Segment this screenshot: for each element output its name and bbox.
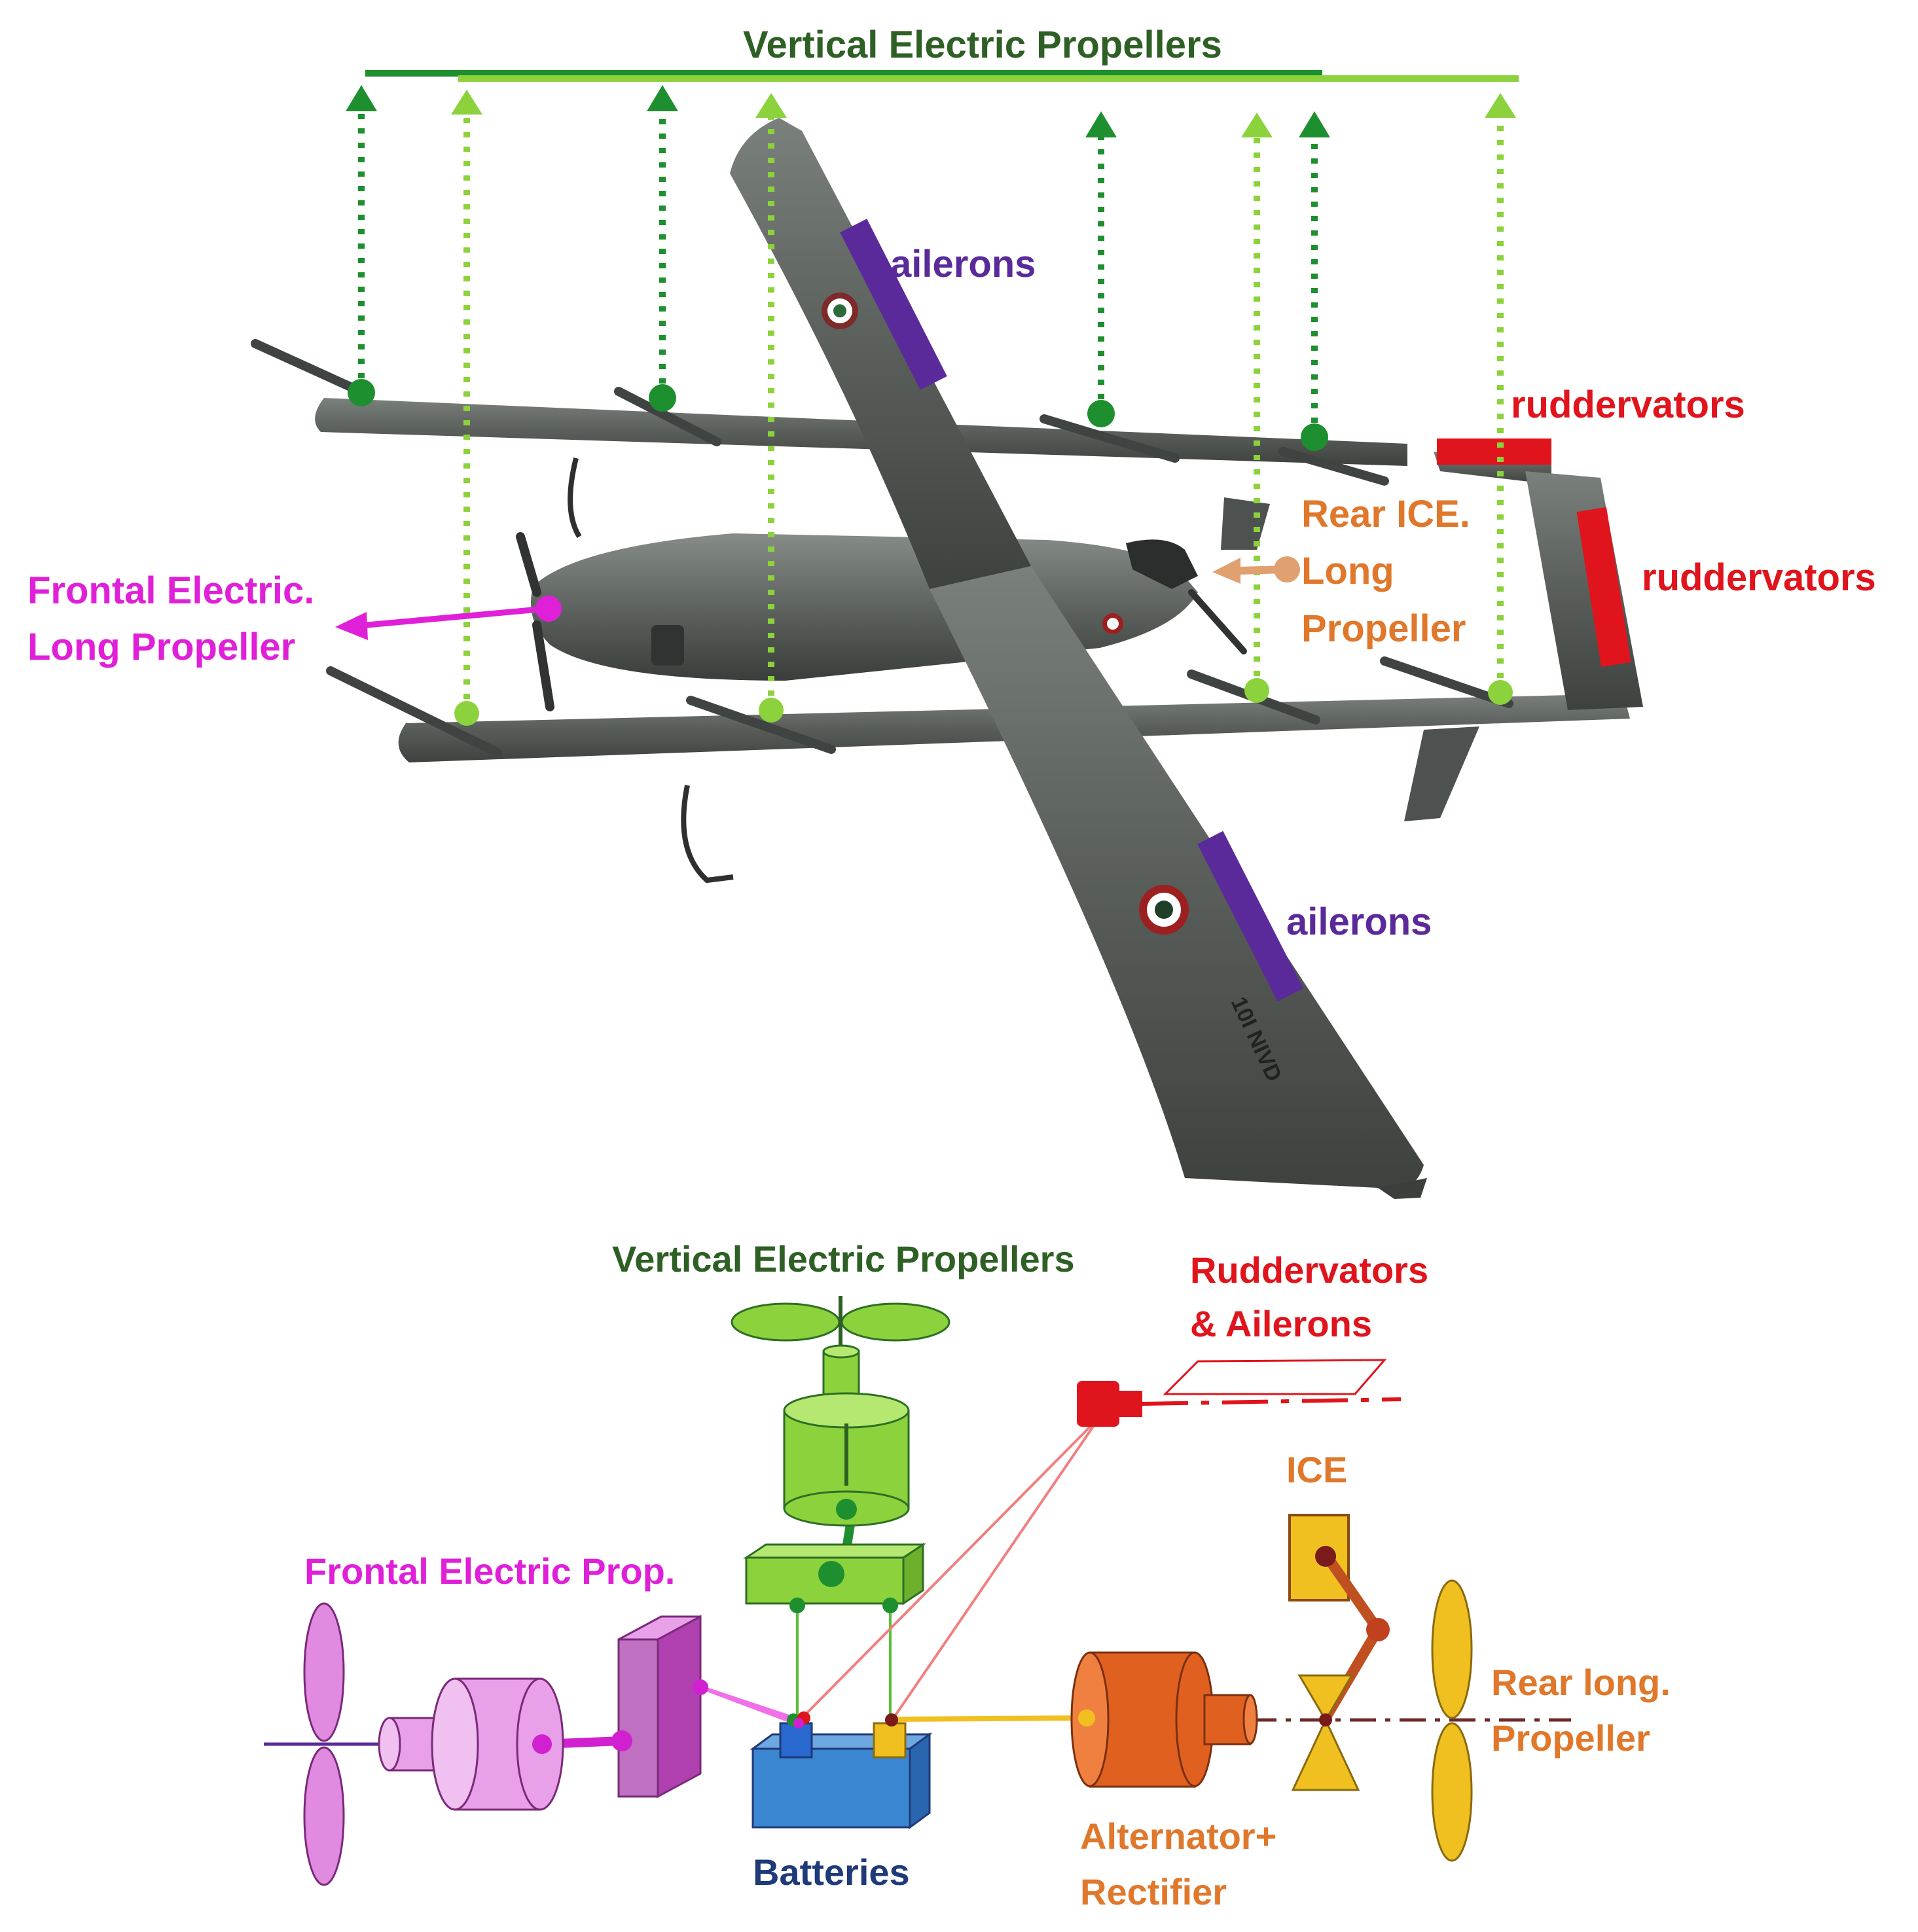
frontal-prop-controller xyxy=(611,1615,708,1798)
frontal-electric-label-line1: Frontal Electric. xyxy=(27,569,314,612)
roundel-fuselage xyxy=(1102,613,1123,634)
light-green-dotted-leaders xyxy=(463,115,1504,713)
roundel-lower xyxy=(1139,885,1189,935)
landing-skids xyxy=(568,457,734,884)
ruddervators-label-top: ruddervators xyxy=(1511,384,1745,426)
ailerons-label-upper: ailerons xyxy=(890,243,1036,285)
alternator-rectifier xyxy=(1070,1651,1258,1788)
main-wing xyxy=(730,118,1427,1199)
vertical-prop-motor xyxy=(783,1392,910,1527)
alternator-rectifier-label-line2: Rectifier xyxy=(1080,1871,1227,1912)
vertical-propeller-assembly xyxy=(731,1296,950,1613)
control-surface-panel xyxy=(1163,1359,1387,1395)
vertical-prop-blade-left xyxy=(731,1302,841,1342)
vertical-propellers-schematic-label: Vertical Electric Propellers xyxy=(612,1238,1075,1279)
rear-long-propeller-label-line2: Propeller xyxy=(1491,1717,1650,1759)
frontal-prop-motor xyxy=(431,1677,564,1811)
servo-actuator xyxy=(1077,1359,1402,1427)
ice-label: ICE xyxy=(1286,1449,1347,1490)
front-propeller-blades xyxy=(516,532,554,711)
frontal-prop-blade-bottom xyxy=(303,1746,345,1886)
dark-green-arrowheads xyxy=(346,85,1330,137)
vertical-prop-controller xyxy=(743,1543,926,1613)
vertical-propeller-callouts xyxy=(346,70,1519,726)
frontal-propeller-callout xyxy=(335,596,562,640)
rear-propeller-blades xyxy=(1188,589,1247,654)
dark-green-dotted-leaders xyxy=(358,111,1318,437)
frontal-electric-label-line2: Long Propeller xyxy=(27,626,295,668)
roundel-upper xyxy=(822,293,858,329)
battery-terminal-negative xyxy=(779,1722,813,1759)
aileron-upper-bar xyxy=(840,219,947,390)
ruddervators-ailerons-label-line1: Ruddervators xyxy=(1190,1249,1428,1291)
light-green-arrowheads xyxy=(451,90,1516,137)
rear-ice-label-line2: Long xyxy=(1301,550,1394,592)
alternator-rectifier-label-line1: Alternator+ xyxy=(1080,1816,1276,1857)
ruddervators-label-side: ruddervators xyxy=(1642,556,1876,599)
rear-propeller-assembly xyxy=(1431,1579,1473,1862)
vertical-prop-blade-right xyxy=(841,1302,950,1342)
ruddervator-top-bar xyxy=(1437,438,1551,465)
rear-prop-blade-top xyxy=(1431,1579,1473,1719)
frontal-electric-prop-label: Frontal Electric Prop. xyxy=(304,1550,675,1592)
rear-ice-callout xyxy=(1212,556,1300,584)
batteries-label: Batteries xyxy=(753,1851,910,1893)
ailerons-label-lower: ailerons xyxy=(1286,901,1432,943)
rear-ice-label-line3: Propeller xyxy=(1301,607,1466,650)
rear-ice-label-line1: Rear ICE. xyxy=(1301,493,1470,535)
vertical-propellers-title: Vertical Electric Propellers xyxy=(743,24,1222,66)
ruddervator-side-bar xyxy=(1576,507,1631,668)
dark-green-rotor-dots xyxy=(348,379,1328,451)
ice-engine xyxy=(1288,1514,1390,1791)
aircraft-illustration: 10I NIVD xyxy=(251,118,1643,1199)
rear-long-propeller-label-line1: Rear long. xyxy=(1491,1662,1671,1703)
frontal-propeller-assembly xyxy=(303,1602,708,1886)
fuselage xyxy=(530,533,1198,681)
ruddervators-ailerons-label-line2: & Ailerons xyxy=(1190,1303,1372,1344)
aileron-lower-bar xyxy=(1197,831,1303,1002)
frontal-prop-blade-top xyxy=(303,1602,345,1742)
rear-prop-blade-bottom xyxy=(1431,1722,1473,1862)
light-green-rotor-dots xyxy=(454,678,1513,726)
battery-pack xyxy=(750,1711,933,1829)
battery-terminal-positive xyxy=(873,1722,907,1759)
